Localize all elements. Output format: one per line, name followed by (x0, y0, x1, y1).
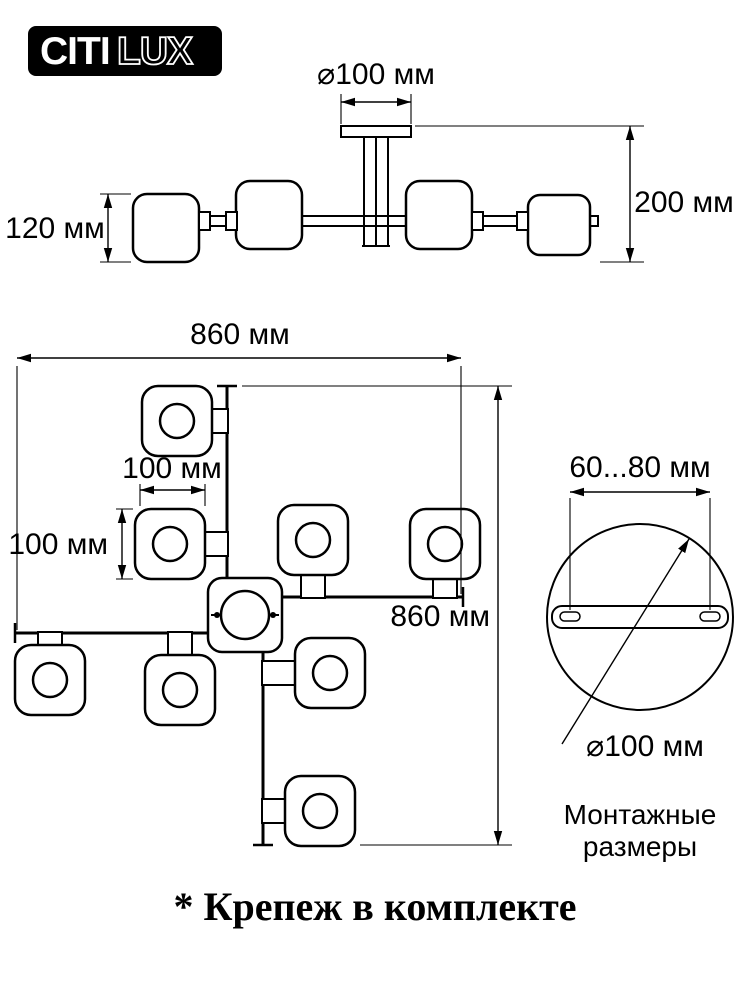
plate-diameter-label: ⌀100 мм (586, 730, 704, 763)
plan-depth-label: 860 мм (390, 600, 490, 633)
diameter-leader-line (561, 538, 690, 745)
plan-shade-1 (140, 384, 214, 458)
side-clamp-1 (198, 211, 211, 231)
lamp-5 (31, 661, 69, 699)
connector-1 (211, 408, 229, 434)
connector-7 (261, 660, 297, 686)
plan-shade-5 (13, 643, 87, 717)
lamp-8 (301, 792, 339, 830)
connector-8 (261, 798, 287, 824)
side-shade-2 (234, 179, 304, 251)
bracket-slot-right (699, 611, 721, 622)
mounting-caption-line1: Монтажные (564, 799, 717, 830)
footnote-hardware-included: * Крепеж в комплекте (173, 884, 576, 929)
shade-depth-label: 100 мм (8, 528, 108, 561)
plan-shade-7 (293, 636, 367, 710)
plan-shade-8 (283, 774, 357, 848)
logo-badge (28, 26, 222, 76)
hub-screw-left (214, 612, 220, 618)
connector-6 (167, 631, 193, 657)
hub-center-hole (219, 589, 271, 641)
lamp-2 (151, 525, 189, 563)
central-hub (206, 576, 284, 654)
dimension-plate-diameter: ⌀100 мм (561, 538, 704, 763)
slot-spacing-label: 60...80 мм (569, 451, 710, 484)
shade-height-label: 120 мм (5, 212, 105, 245)
lamp-3 (294, 521, 332, 559)
side-clamp-3 (471, 211, 484, 231)
side-view: ⌀100 мм 200 мм 120 мм (5, 58, 734, 264)
dimension-total-height: 200 мм (415, 125, 734, 263)
connector-4 (432, 578, 458, 599)
dimension-plan-width: 860 мм (16, 318, 462, 630)
connector-3 (300, 574, 326, 599)
canopy-diameter-label: ⌀100 мм (317, 58, 435, 91)
plan-shade-2 (133, 507, 207, 581)
side-shade-4 (526, 193, 592, 257)
dimension-plan-shade-depth: 100 мм (8, 508, 133, 580)
shade-width-label: 100 мм (122, 452, 222, 485)
lamp-7 (311, 654, 349, 692)
citilux-logo: CITI LUX (28, 26, 222, 76)
top-view: 860 мм 860 мм 100 мм 100 мм (8, 318, 512, 848)
lamp-6 (161, 671, 199, 709)
plan-shade-4 (408, 507, 482, 581)
plan-shade-6 (143, 653, 217, 727)
side-clamp-2 (225, 211, 238, 231)
logo-text-citi: CITI (40, 30, 110, 73)
side-shade-3 (404, 179, 474, 251)
mounting-caption-line2: размеры (583, 831, 697, 862)
side-clamp-4 (516, 211, 529, 231)
plan-width-label: 860 мм (190, 318, 290, 351)
plan-shade-3 (276, 503, 350, 577)
lamp-4 (426, 525, 464, 563)
hub-screw-right (270, 612, 276, 618)
dimension-slot-spacing: 60...80 мм (569, 451, 711, 610)
dimension-plan-depth: 860 мм (242, 385, 512, 846)
connector-2 (204, 531, 229, 557)
lamp-1 (158, 402, 196, 440)
mounting-view: 60...80 мм ⌀100 мм Монтажные размеры (546, 451, 734, 862)
dimension-plan-shade-width: 100 мм (122, 452, 222, 506)
side-canopy (340, 125, 412, 138)
bracket-slot-left (559, 611, 581, 622)
dimension-shade-height: 120 мм (5, 193, 131, 263)
dimension-canopy-diameter: ⌀100 мм (317, 58, 435, 124)
total-height-label: 200 мм (634, 186, 734, 219)
side-shade-1 (131, 192, 201, 264)
logo-text-lux: LUX (117, 30, 193, 73)
